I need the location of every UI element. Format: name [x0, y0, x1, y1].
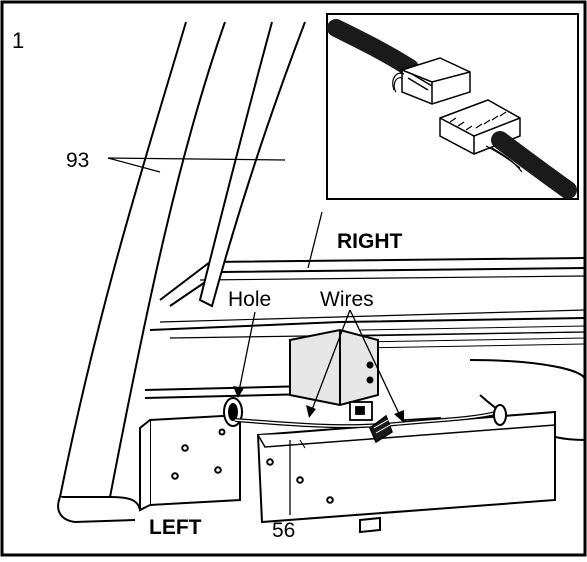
callout-arrowheads: [233, 386, 404, 423]
wire-connector: [369, 414, 393, 444]
leader-wires-left: [309, 309, 351, 416]
leader-wires-right: [349, 309, 403, 421]
connector-inset: [326, 13, 579, 200]
step-number: 1: [12, 28, 24, 53]
leader-right: [307, 211, 323, 269]
callout-lines: [107, 157, 403, 515]
leader-93-right: [107, 157, 286, 161]
label-hole: Hole: [228, 288, 271, 311]
motor-housing: [289, 328, 379, 407]
label-part-93: 93: [66, 149, 89, 172]
label-right: RIGHT: [337, 230, 403, 253]
left-bracket: [139, 413, 241, 512]
arrow-wires-right: [394, 410, 404, 423]
upright-93: [57, 21, 306, 524]
leader-hole: [237, 311, 256, 397]
label-wires: Wires: [320, 288, 374, 311]
arrow-wires-left: [306, 405, 316, 418]
wire-harness: [234, 404, 507, 429]
label-part-56: 56: [272, 519, 295, 542]
arrow-hole: [233, 386, 244, 398]
label-left: LEFT: [149, 516, 202, 539]
leader-93-left: [107, 157, 161, 173]
